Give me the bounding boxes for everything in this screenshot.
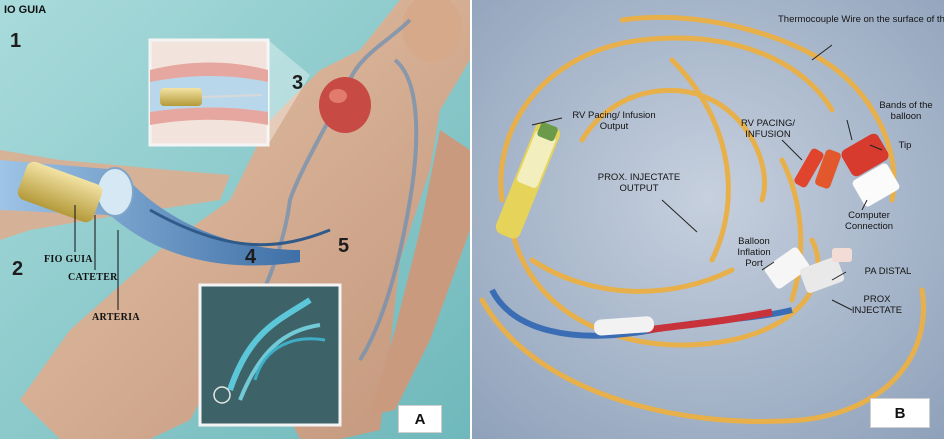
step-number-5: 5	[338, 235, 349, 258]
rv-pacing-output-label: RV Pacing/ Infusion Output	[564, 110, 664, 132]
guidewire-label: FIO GUIA	[44, 254, 93, 265]
catheter-label: CATETER	[68, 272, 118, 283]
panel-letter-b: B	[870, 398, 930, 428]
step-number-2: 2	[12, 258, 23, 281]
header-label: IO GUIA	[4, 4, 46, 16]
heart-illustration	[319, 77, 371, 133]
step-number-4: 4	[245, 246, 256, 269]
pa-distal-label: PA DISTAL	[848, 266, 928, 277]
thermocouple-label: Thermocouple Wire on the surface of the …	[778, 14, 942, 25]
step-number-1: 1	[10, 30, 21, 53]
rv-pacing-infusion-label: RV PACING/ INFUSION	[728, 118, 808, 140]
step-number-3: 3	[292, 72, 303, 95]
tip-label: Tip	[890, 140, 920, 151]
balloon-inflation-port-label: Balloon Inflation Port	[728, 236, 780, 269]
artery-label: ARTERIA	[92, 312, 140, 323]
computer-connection-label: Computer Connection	[834, 210, 904, 232]
balloon-bands-label: Bands of the balloon	[870, 100, 942, 122]
prox-injectate-output-label: PROX. INJECTATE OUTPUT	[584, 172, 694, 194]
panel-b-photo: Thermocouple Wire on the surface of the …	[472, 0, 944, 439]
prox-injectate-label: PROX INJECTATE	[844, 294, 910, 316]
fiber-inset	[200, 285, 340, 425]
panel-letter-a: A	[398, 405, 442, 433]
catheter-insertion-illustration	[0, 0, 470, 439]
panel-a-illustration: IO GUIA 1 2 3 4 5 FIO GUIA CATETER ARTER…	[0, 0, 470, 439]
